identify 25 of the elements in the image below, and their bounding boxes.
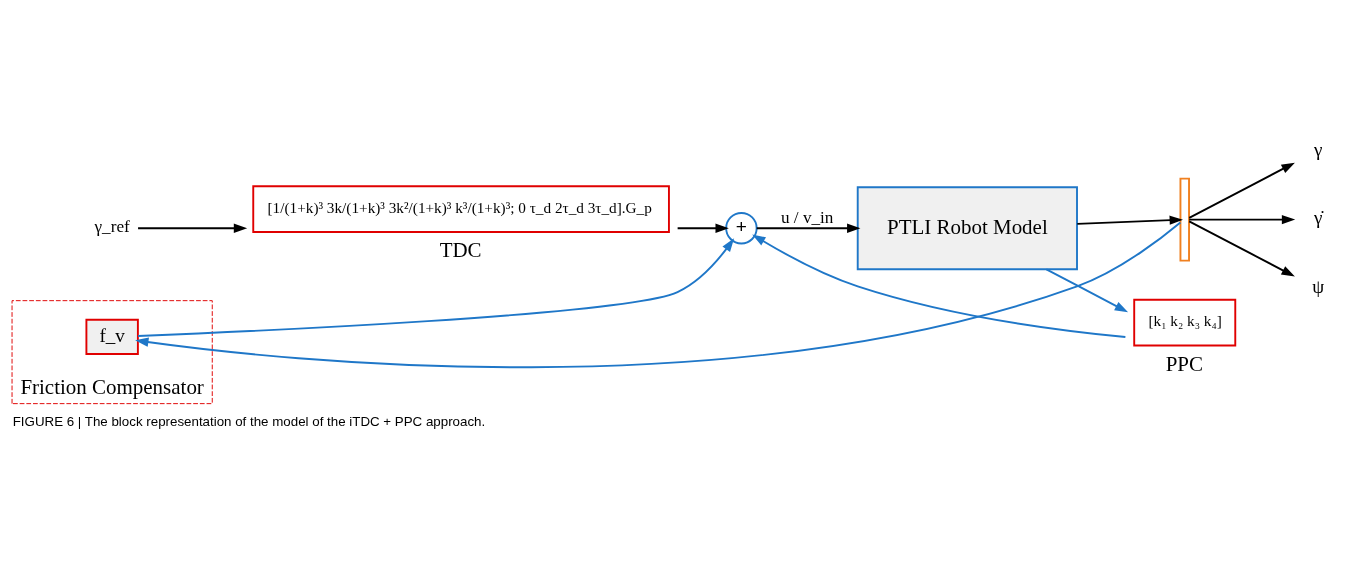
node-label: TDC: [439, 238, 482, 263]
arrow: [752, 234, 1127, 338]
caption: FIGURE 6 | The block representation of the model of the iTDC + PPC approach.: [12, 413, 486, 429]
arrow: [1188, 214, 1296, 225]
node-text: ψ: [1312, 276, 1325, 298]
arrow: [137, 223, 248, 233]
arrow: [1045, 268, 1129, 313]
arrow: [1076, 215, 1183, 225]
arrow: [676, 223, 729, 233]
node-label: PPC: [1165, 351, 1203, 376]
arrow: [755, 223, 861, 233]
arrow: [135, 221, 1182, 369]
node-text: γ̇: [1314, 207, 1323, 229]
arrow: [1188, 220, 1295, 277]
arrow: [137, 238, 735, 337]
node-bar: [1179, 177, 1190, 262]
node-box: [k₁ k₂ k₃ k₄]: [1133, 298, 1237, 347]
node-box: PTLI Robot Model: [856, 186, 1078, 271]
node-box: [1/(1+k)³ 3k/(1+k)³ 3k²/(1+k)³ k³/(1+k)³; 0 τ_d 2τ_d 3τ_d].G_p: [252, 185, 670, 233]
edge-label: u / v_in: [780, 207, 834, 227]
arrow: [1188, 162, 1295, 219]
node-box: f_v: [85, 318, 139, 355]
node-circle: +: [725, 212, 758, 245]
node-text: γ: [1314, 138, 1323, 160]
node-text: γ_ref: [94, 217, 130, 237]
